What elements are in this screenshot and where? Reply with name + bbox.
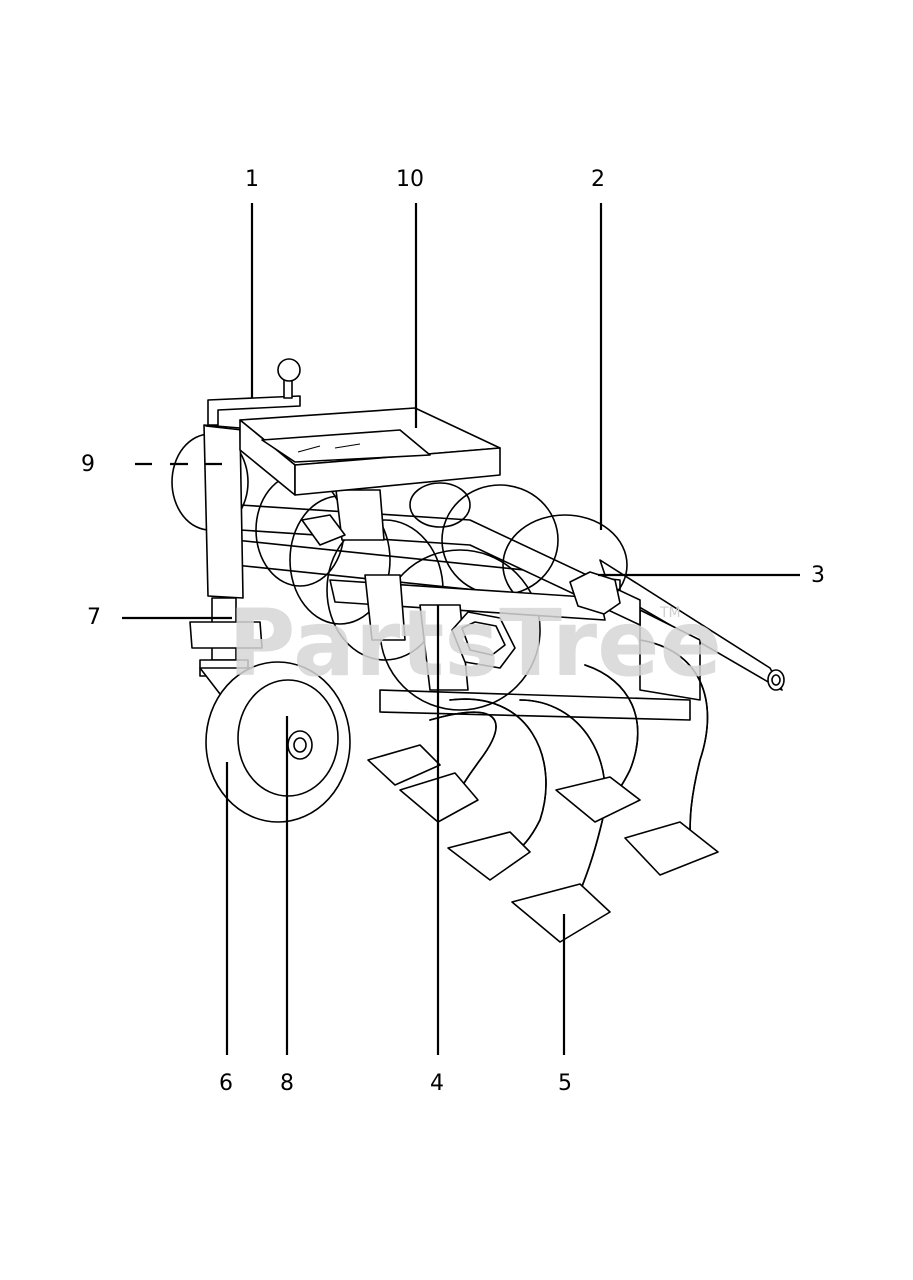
callout-6: 6: [219, 1071, 233, 1096]
top-tray: [239, 407, 501, 496]
callout-3: 3: [811, 563, 825, 588]
drawbar: [599, 559, 785, 701]
callout-5: 5: [558, 1071, 572, 1096]
callout-8: 8: [280, 1071, 294, 1096]
watermark-trademark: TM: [659, 605, 681, 621]
callout-9: 9: [81, 452, 95, 477]
rotor-shaft: [329, 489, 606, 691]
cultivator-illustration: [171, 358, 785, 943]
clamps: [301, 514, 621, 669]
watermark: PartsTree TM: [228, 590, 722, 697]
callout-1: 1: [245, 167, 259, 192]
callout-labels: 1 10 2 9 3 7 6 8 4 5: [81, 167, 825, 1096]
jack-stand: [189, 358, 301, 677]
callout-10: 10: [396, 167, 424, 192]
rear-tines: [429, 639, 709, 906]
tine-feet: [367, 744, 719, 943]
callout-4: 4: [430, 1071, 444, 1096]
callout-7: 7: [87, 605, 101, 630]
callout-2: 2: [591, 167, 605, 192]
watermark-text: PartsTree: [228, 590, 722, 697]
leader-lines: [122, 203, 800, 1055]
